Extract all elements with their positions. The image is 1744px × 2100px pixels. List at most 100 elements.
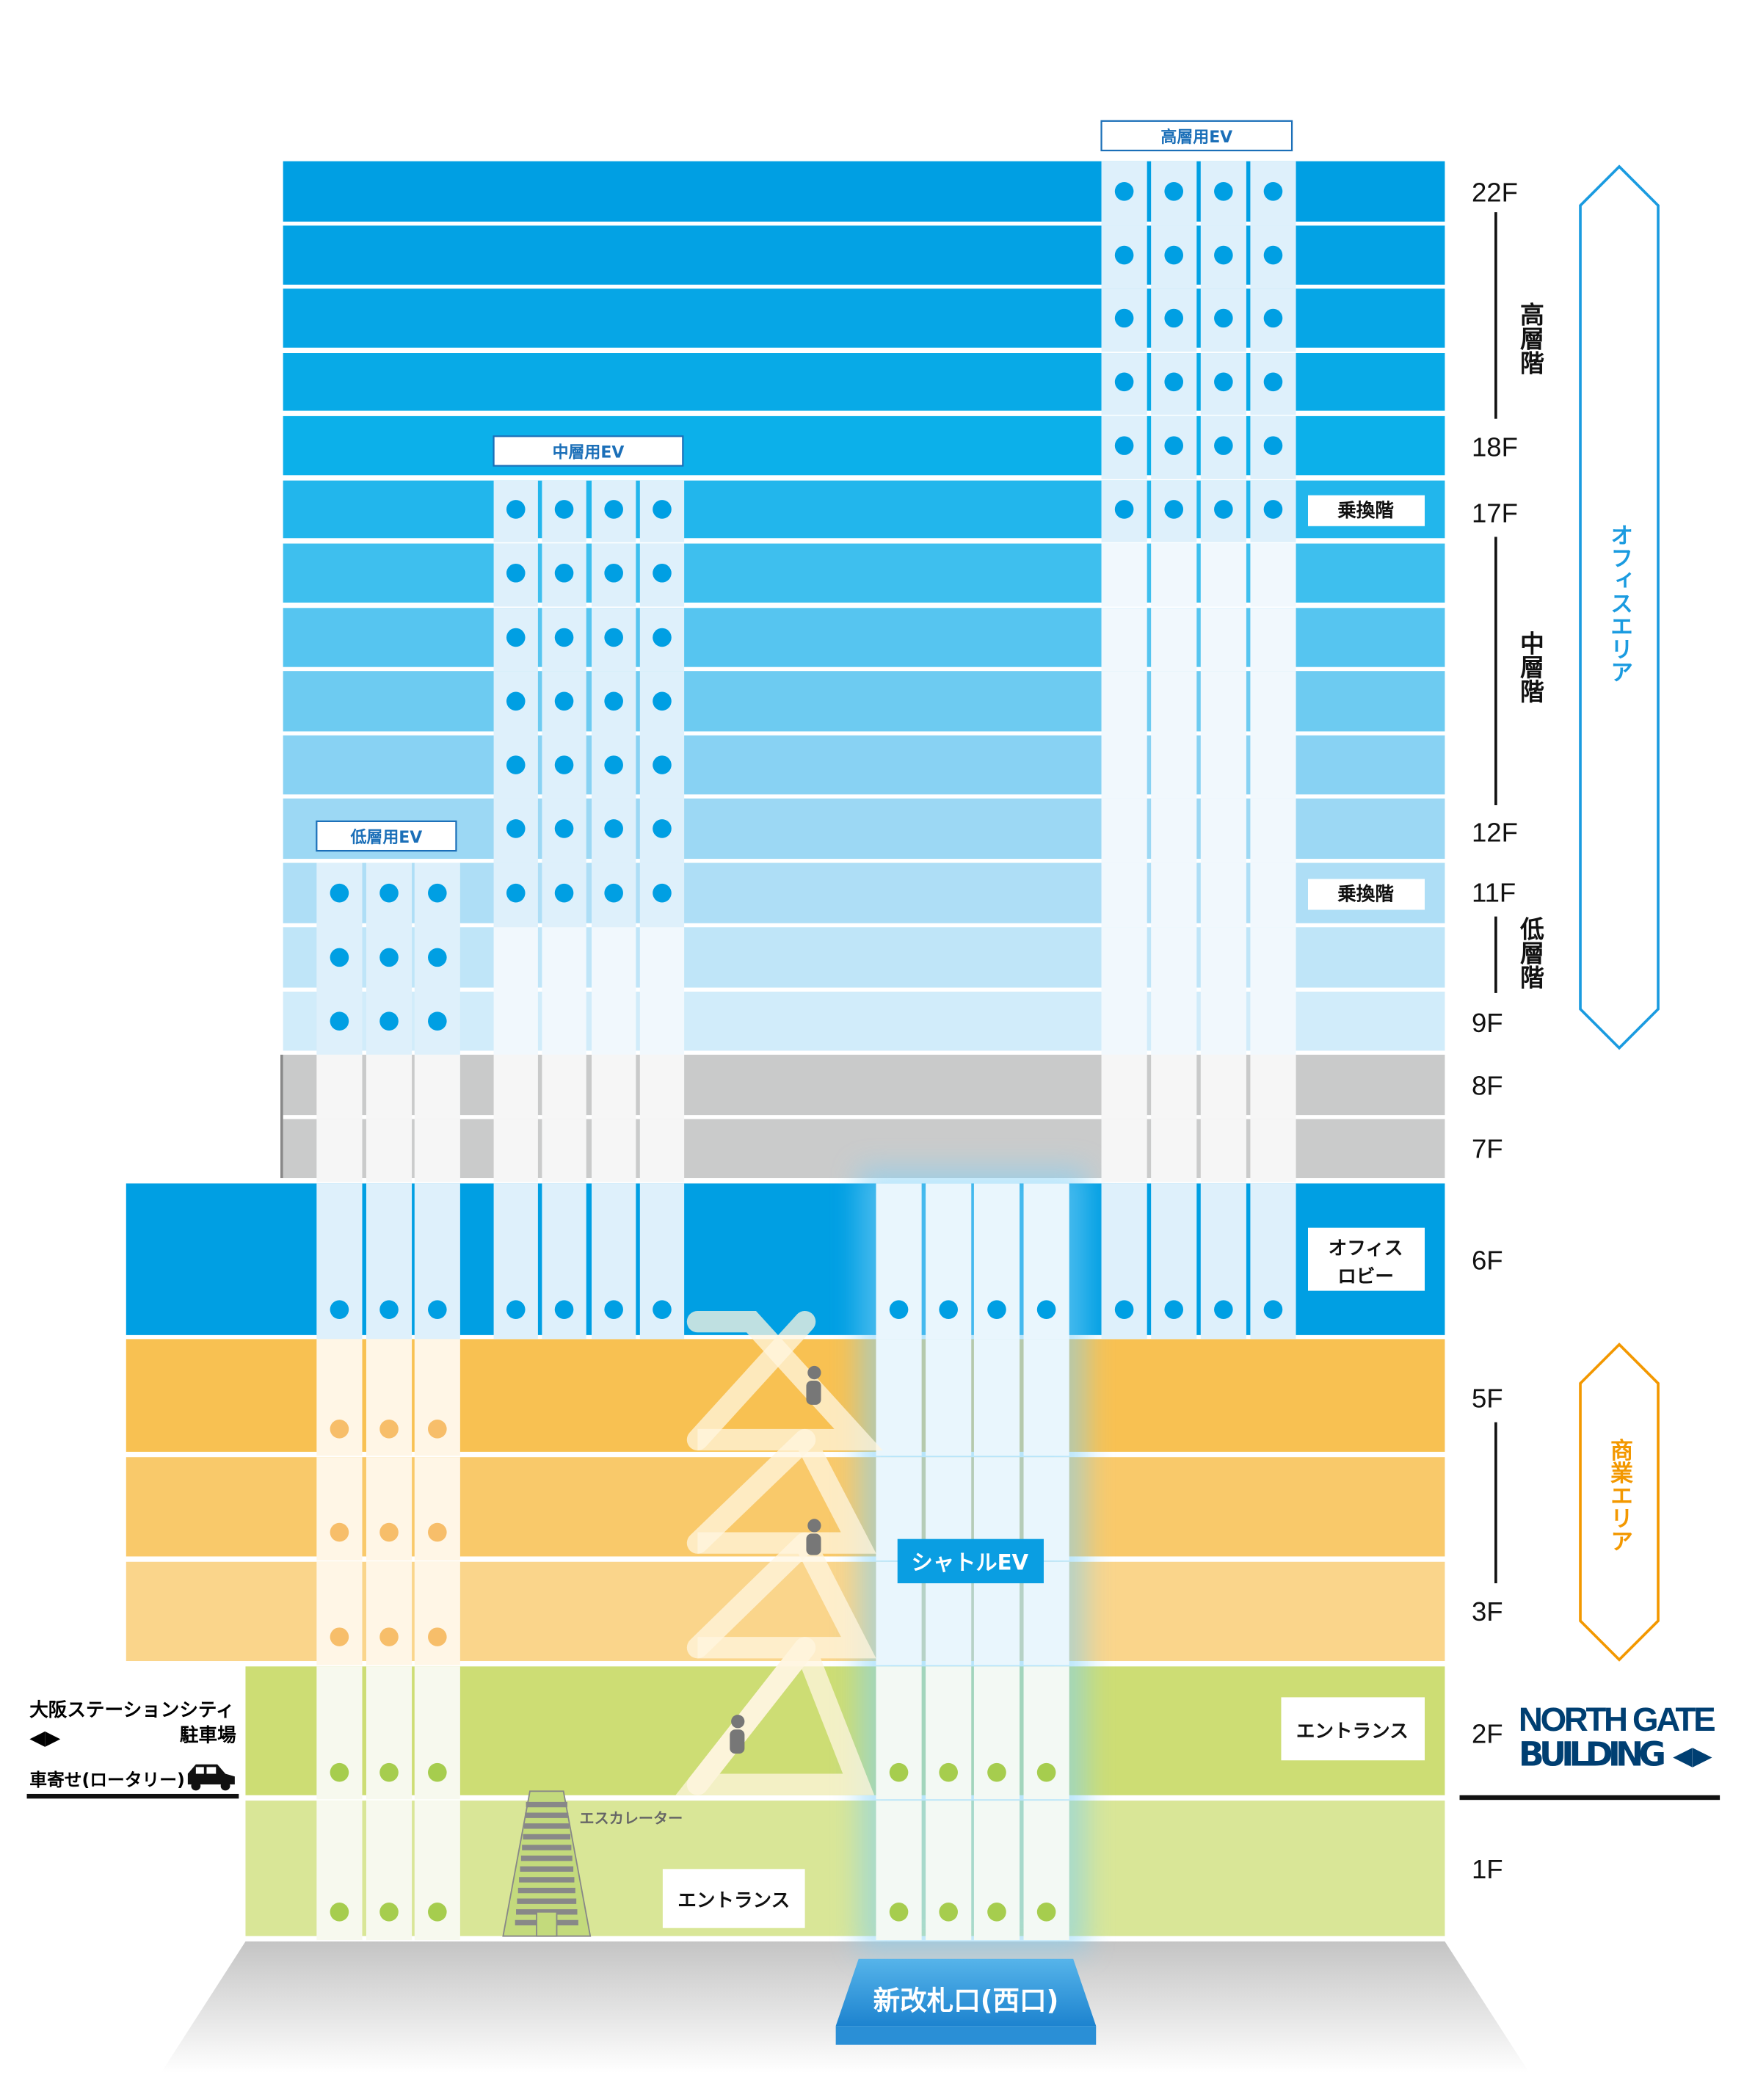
osaka-station-city-label: 大阪ステーションシティ (29, 1699, 234, 1721)
office-area-label: オフィスエリア (1606, 523, 1632, 683)
elevator-car-slot (542, 927, 586, 992)
elevator-stop-dot (428, 1902, 447, 1922)
elevator-stop-dot (1114, 372, 1134, 392)
elevator-stop-dot (554, 819, 574, 838)
elevator-car-slot (876, 1339, 922, 1456)
elevator-stop-dot (506, 563, 526, 583)
elevator-car-slot (973, 1339, 1020, 1456)
elevator-stop-dot (554, 755, 574, 774)
parking-label: 駐車場 (180, 1725, 236, 1747)
elevator-car-slot (1250, 927, 1296, 992)
elevator-car-slot (1101, 1119, 1147, 1182)
floor-marker-11F: 11F (1472, 878, 1516, 908)
north-gate-line2: BUILDING (1519, 1735, 1666, 1774)
elevator-stop-dot (379, 883, 399, 903)
elevator-stop-dot (506, 1300, 526, 1319)
elevator-stop-dot (1214, 436, 1233, 455)
elevator-stop-dot (506, 883, 526, 903)
elevator-label-mid: 中層用EV (553, 444, 625, 462)
elevator-stop-dot (554, 563, 574, 583)
elevator-stop-dot (604, 500, 623, 519)
elevator-car-slot (316, 1119, 363, 1182)
elevator-car-slot (1101, 608, 1147, 672)
elevator-car-slot (414, 1561, 460, 1665)
elevator-stop-dot (506, 819, 526, 838)
elevator-stop-dot (604, 563, 623, 583)
floor-marker-6F: 6F (1472, 1245, 1503, 1275)
svg-text:ロビー: ロビー (1337, 1266, 1394, 1288)
elevator-stop-dot (653, 819, 672, 838)
elevator-stop-dot (1263, 436, 1283, 455)
zone-low: 低層階 (1516, 917, 1545, 989)
elevator-stop-dot (428, 1762, 447, 1782)
elevator-stop-dot (379, 1902, 399, 1922)
elevator-stop-dot (1164, 372, 1184, 392)
elevator-car-slot (1250, 862, 1296, 928)
elevator-car-slot (1200, 608, 1246, 672)
elevator-stop-dot (330, 883, 349, 903)
elevator-stop-dot (379, 1300, 399, 1319)
elevator-car-slot (1250, 1119, 1296, 1182)
elevator-car-slot (1151, 927, 1197, 992)
elevator-stop-dot (506, 755, 526, 774)
elevator-stop-dot (506, 691, 526, 711)
elevator-stop-dot (330, 1627, 349, 1646)
elevator-car-slot (414, 1457, 460, 1561)
west-ticket-gate: 新改札口(西口) (835, 1958, 1097, 2045)
elevator-stop-dot (1114, 308, 1134, 328)
elevator-stop-dot (330, 1522, 349, 1542)
elevator-stop-dot (554, 883, 574, 903)
elevator-car-slot (1151, 671, 1197, 735)
office-area-bracket (1579, 164, 1660, 1050)
elevator-car-slot (1151, 735, 1197, 799)
elevator-stop-dot (428, 948, 447, 967)
elevator-stop-dot (1114, 500, 1134, 519)
elevator-car-slot (1023, 1339, 1069, 1456)
elevator-car-slot (493, 1119, 538, 1182)
elevator-stop-dot (653, 755, 672, 774)
floor-marker-2F: 2F (1472, 1719, 1503, 1749)
elevator-car-slot (366, 1457, 413, 1561)
elevator-car-slot (1101, 1054, 1147, 1119)
elevator-stop-dot (330, 948, 349, 967)
zone-high: 高層階 (1516, 302, 1545, 375)
left-baseline (26, 1793, 239, 1799)
wall-edge (280, 1054, 283, 1179)
elevator-car-slot (926, 1339, 972, 1456)
rotary-label: 車寄せ(ロータリー) (29, 1770, 185, 1790)
elevator-car-slot (592, 1119, 636, 1182)
elevator-car-slot (639, 927, 685, 992)
elevator-stop-dot (1036, 1762, 1056, 1782)
elevator-car-slot (1151, 1054, 1197, 1119)
elevator-car-slot (414, 1054, 460, 1119)
elevator-stop-dot (1114, 1300, 1134, 1319)
floor-marker-12F: 12F (1472, 817, 1518, 847)
elevator-car-slot (493, 1054, 538, 1119)
elevator-stop-dot (554, 500, 574, 519)
elevator-car-slot (1200, 927, 1246, 992)
elevator-stop-dot (1214, 245, 1233, 265)
elevator-stop-dot (506, 500, 526, 519)
elevator-stop-dot (1036, 1902, 1056, 1922)
svg-text:オフィス: オフィス (1329, 1238, 1403, 1260)
elevator-car-slot (1250, 543, 1296, 607)
elevator-car-slot (1200, 1119, 1246, 1182)
elevator-car-slot (1101, 543, 1147, 607)
transfer-floor-box-11f: 乗換階 (1308, 879, 1425, 910)
elevator-stop-dot (1263, 1300, 1283, 1319)
elevator-stop-dot (330, 1420, 349, 1439)
escalators-crossing (675, 1310, 883, 1795)
elevator-stop-dot (939, 1762, 958, 1782)
elevator-stop-dot (1164, 245, 1184, 265)
elevator-stop-dot (379, 1762, 399, 1782)
transfer-floor-box-17f: 乗換階 (1308, 495, 1425, 526)
north-gate-line1: NORTH GATE (1519, 1701, 1716, 1738)
elevator-car-slot (1250, 608, 1296, 672)
commercial-area-bracket (1579, 1343, 1660, 1662)
elevator-car-slot (1101, 798, 1147, 863)
north-gate-arrows: ◀▶ (1673, 1742, 1712, 1771)
elevator-stop-dot (653, 883, 672, 903)
elevator-car-slot (493, 991, 538, 1055)
elevator-car-slot (1200, 543, 1246, 607)
